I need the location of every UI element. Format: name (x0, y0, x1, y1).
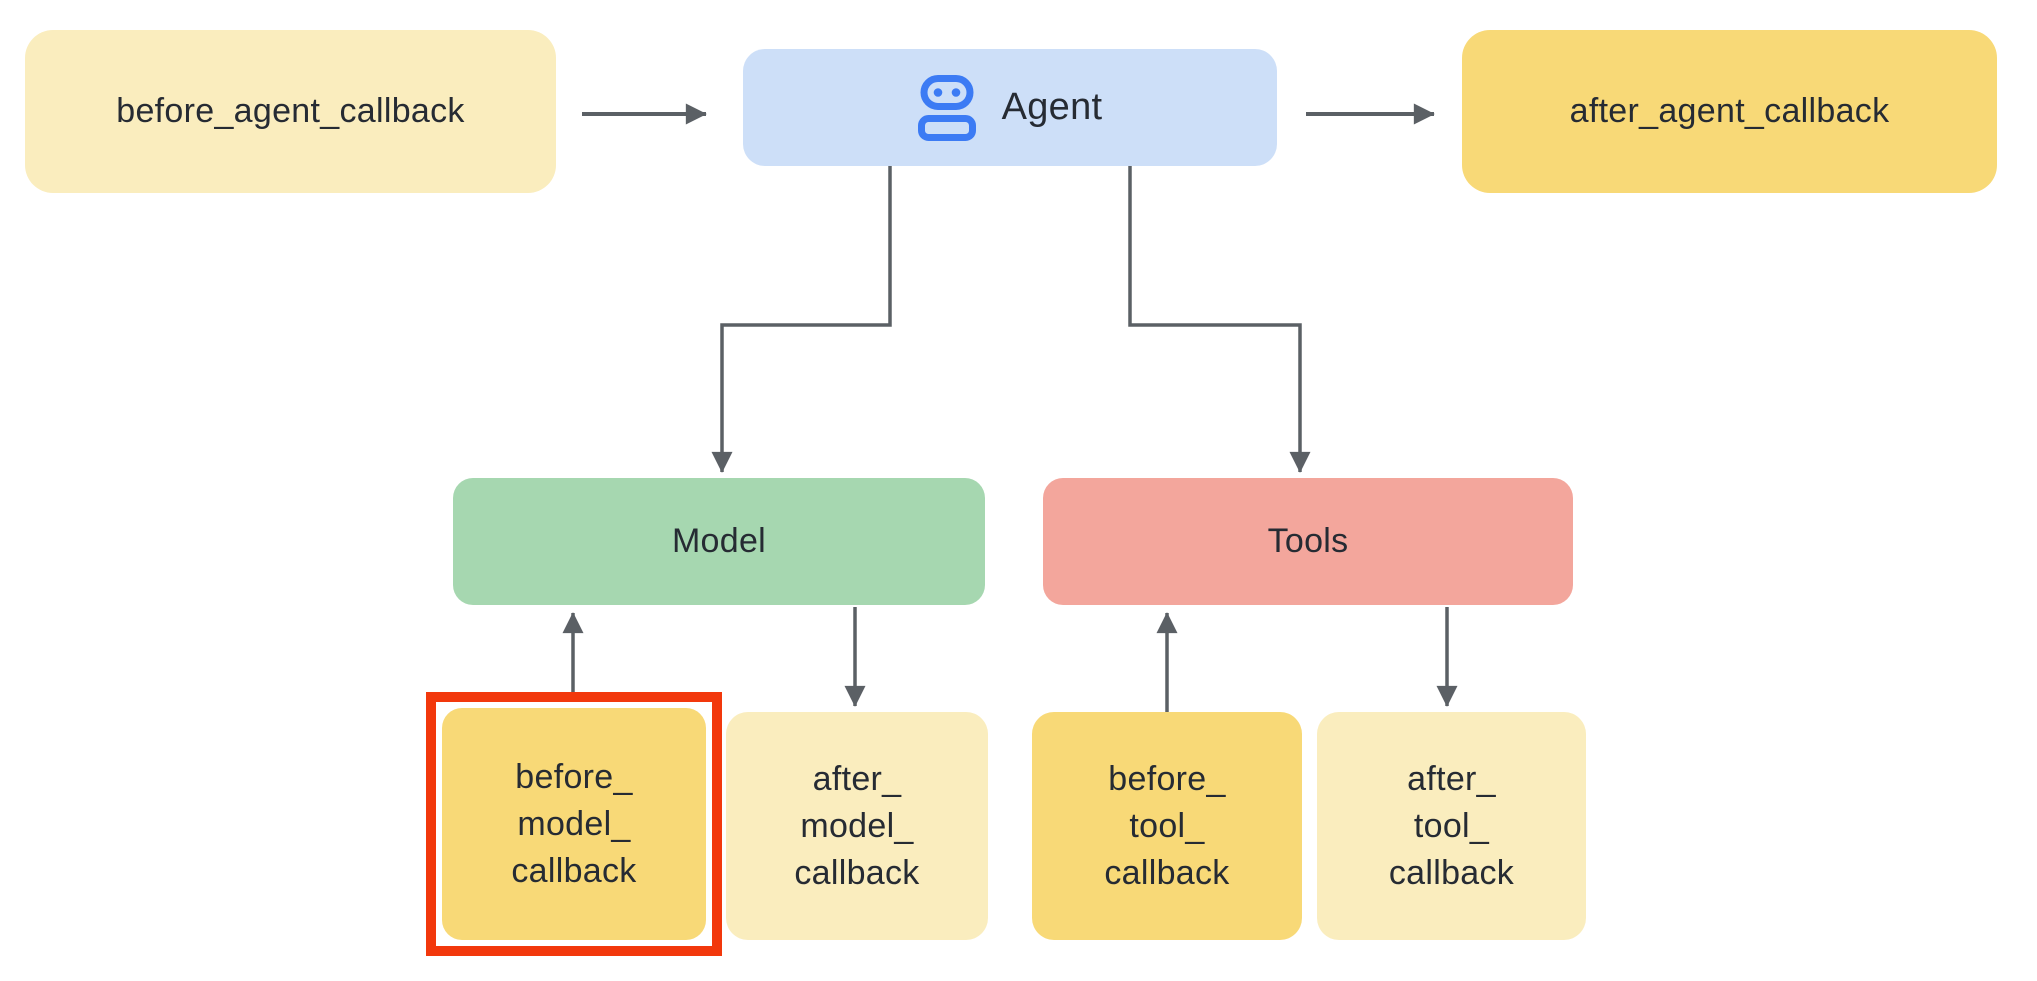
node-before-tool-callback: before_ tool_ callback (1032, 712, 1302, 940)
node-label: Model (671, 522, 767, 560)
node-label: before_ model_ callback (511, 757, 637, 890)
node-label: Agent (1001, 86, 1103, 128)
edge-agent-to-model (711, 166, 892, 473)
node-tools: Tools (1043, 478, 1573, 605)
node-after-agent-callback: after_agent_callback (1462, 30, 1997, 193)
node-label: after_ tool_ callback (1388, 759, 1515, 892)
node-label: after_ model_ callback (794, 759, 920, 892)
node-label: after_agent_callback (1569, 92, 1890, 130)
node-agent: Agent (743, 49, 1277, 166)
robot-icon (917, 74, 976, 141)
highlight-border: before_ model_ callback (426, 692, 722, 956)
node-after-model-callback: after_ model_ callback (726, 712, 988, 940)
node-label: before_agent_callback (116, 92, 465, 130)
node-model: Model (453, 478, 985, 605)
node-label: Tools (1267, 522, 1349, 560)
node-after-tool-callback: after_ tool_ callback (1317, 712, 1586, 940)
node-before-agent-callback: before_agent_callback (25, 30, 556, 193)
edge-agent-to-tools (1128, 166, 1311, 473)
node-label: before_ tool_ callback (1104, 759, 1230, 892)
node-before-model-callback: before_ model_ callback (442, 708, 706, 940)
